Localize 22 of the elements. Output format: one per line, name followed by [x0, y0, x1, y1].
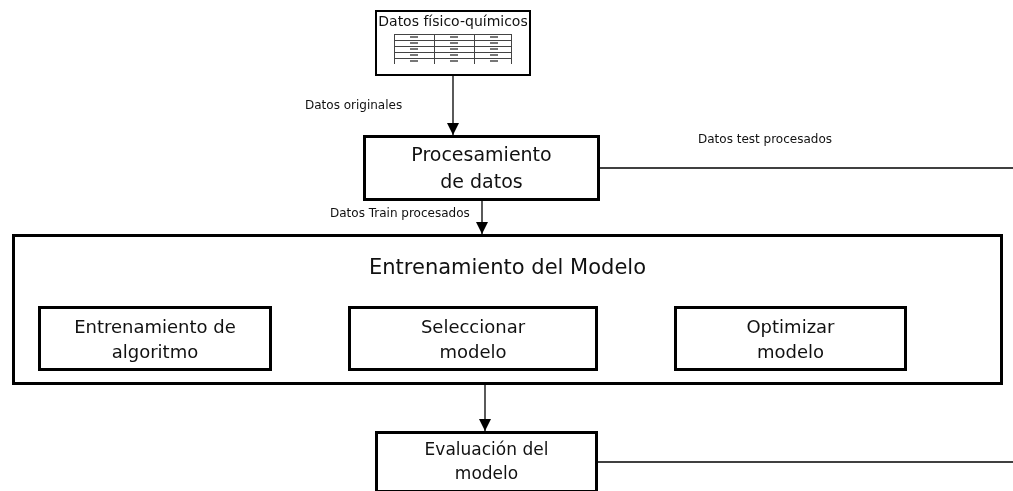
table-title: Datos físico-químicos	[378, 12, 528, 31]
edge-label: Datos test procesados	[698, 132, 832, 146]
box-label: Entrenamiento del Modelo	[369, 254, 646, 281]
process-box	[363, 135, 600, 201]
edge-label: Datos Train procesados	[330, 206, 470, 220]
arrow	[447, 75, 459, 136]
box-label: Entrenamiento de algoritmo	[73, 314, 237, 364]
process-box	[375, 431, 598, 491]
process-box	[38, 306, 272, 372]
process-box	[674, 306, 907, 372]
arrow	[479, 384, 491, 432]
group-box	[12, 234, 1003, 385]
box-label: Seleccionar modelo	[419, 314, 527, 364]
box-label: Optimizar modelo	[745, 314, 836, 364]
box-label: Procesamiento de datos	[410, 142, 553, 194]
arrow	[476, 200, 488, 235]
data-card	[375, 10, 531, 76]
process-box	[348, 306, 598, 372]
connector-line	[599, 167, 1013, 169]
connector-line	[597, 461, 1013, 463]
box-label: Evaluación del modelo	[423, 438, 550, 485]
edge-label: Datos originales	[305, 98, 403, 112]
